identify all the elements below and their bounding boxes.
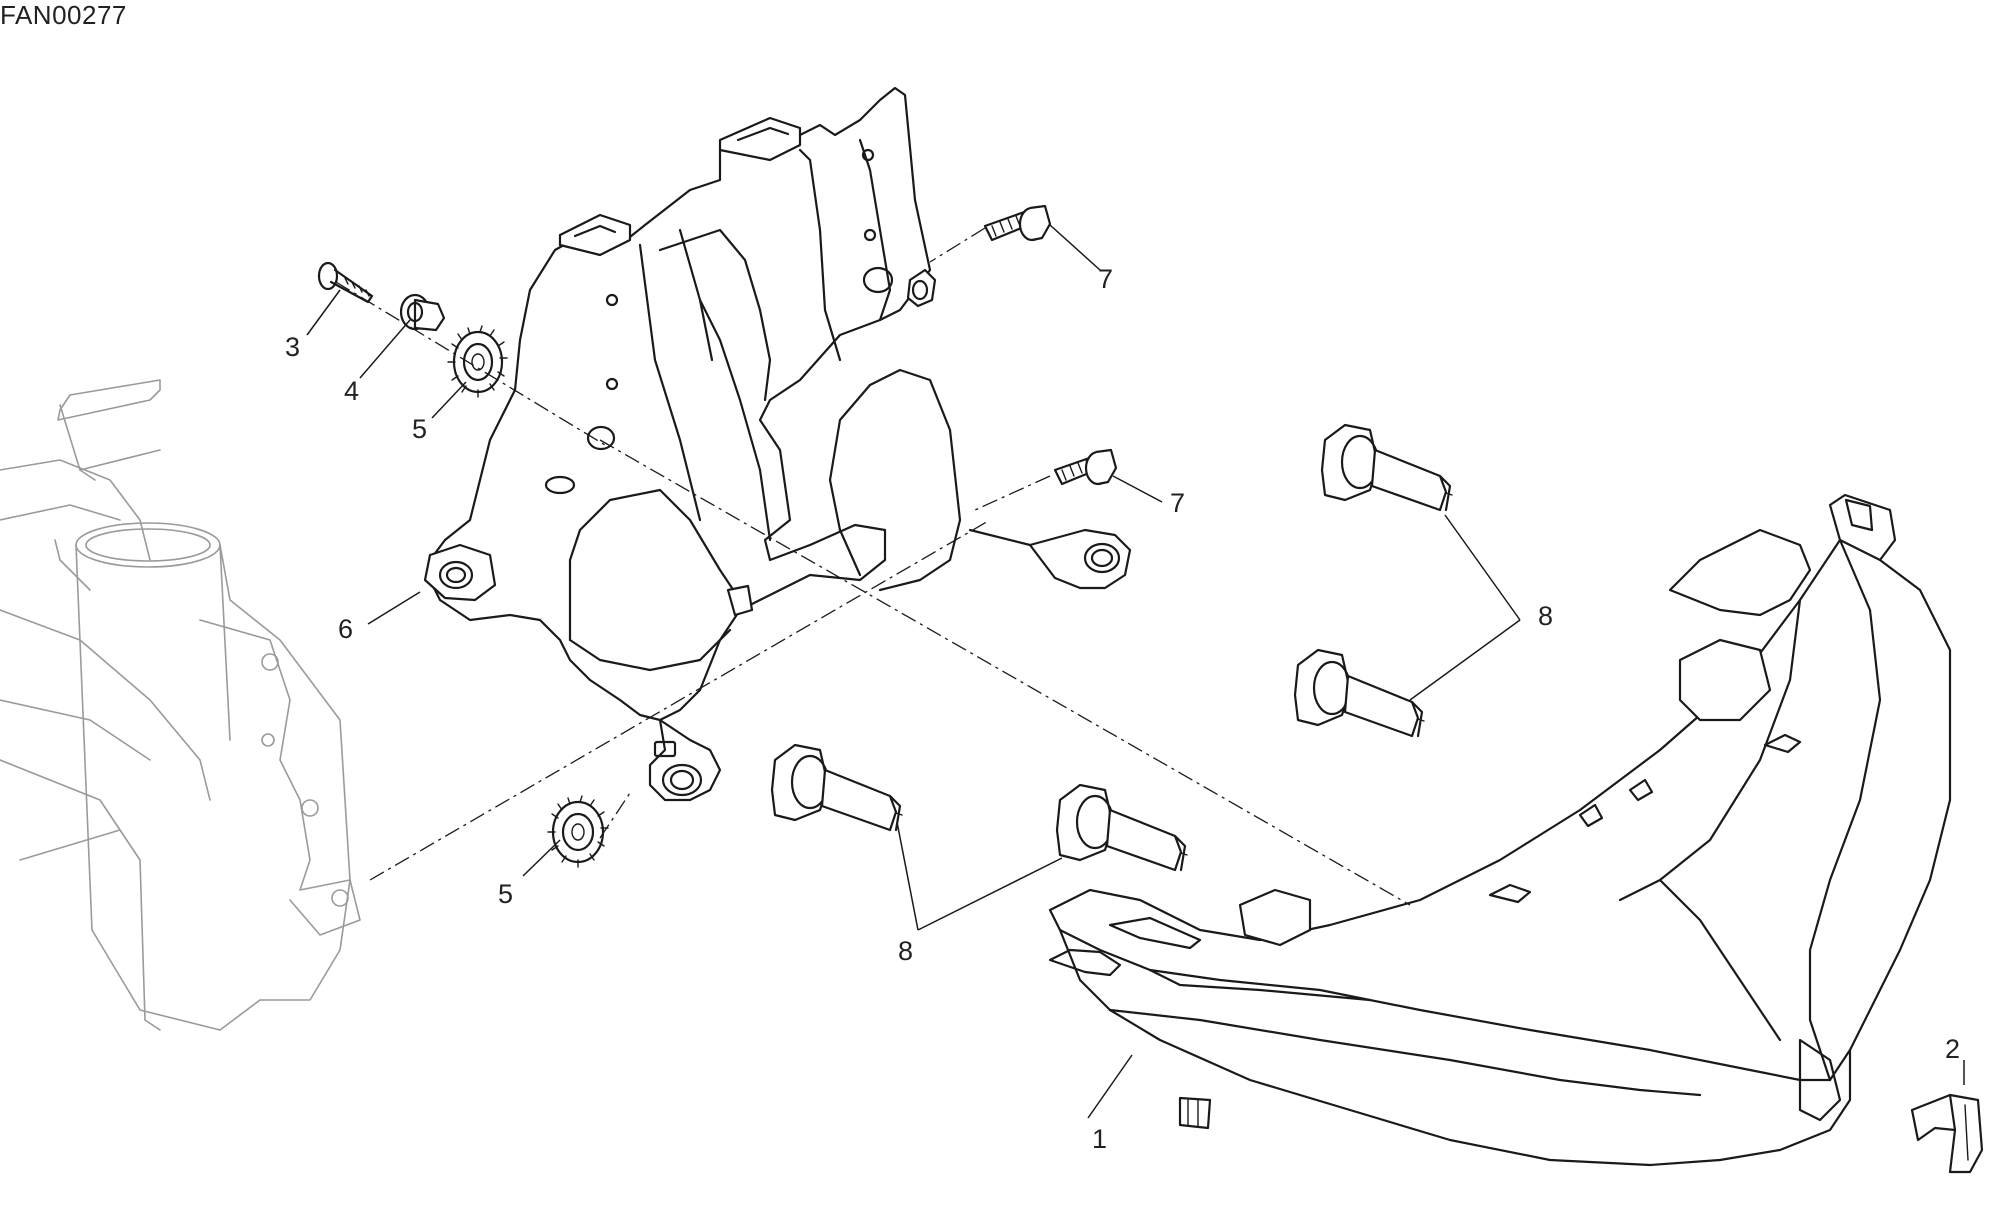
label-7b: 7 [1170,488,1185,518]
leader-lines [306,224,1965,1119]
grommet-part-5-lower [547,795,609,868]
label-3: 3 [285,332,300,362]
bulb-part-8-d [1055,783,1188,872]
headlight-support-bracket [423,86,1132,802]
label-6: 6 [338,614,353,644]
clip-part-2 [1910,1093,1984,1174]
label-5a: 5 [412,414,427,444]
bulb-part-8-a [1320,423,1453,512]
bolt-part-7-upper [983,204,1052,242]
assembly-lines [335,227,1411,906]
label-7a: 7 [1098,264,1113,294]
part-labels: 1 2 3 4 5 5 6 7 7 8 8 [285,264,1960,1154]
grommet-part-5-upper [447,325,508,398]
figure-code: FAN00277 [0,0,127,30]
spacer-part-4 [399,293,446,332]
label-8b: 8 [898,936,913,966]
frame-ghost [0,379,361,1031]
bulb-part-8-c [770,743,903,832]
label-5b: 5 [498,879,513,909]
label-1: 1 [1092,1124,1107,1154]
label-4: 4 [344,376,359,406]
screw-part-3 [317,261,374,304]
label-2: 2 [1945,1034,1960,1064]
headlight-assembly-part-1 [1048,493,1952,1167]
bolt-part-7-lower [1053,448,1118,486]
label-8a: 8 [1538,601,1553,631]
bulb-part-8-b [1293,648,1425,738]
